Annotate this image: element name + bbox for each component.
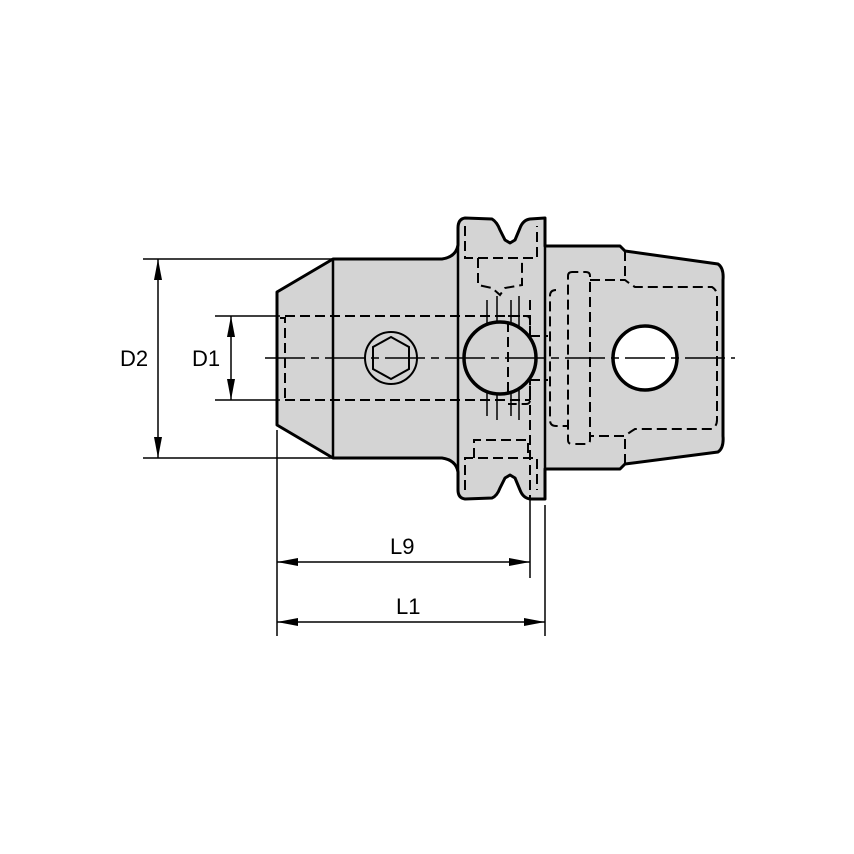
rear-slot-outer [549, 289, 568, 427]
d1-arrow-top [227, 316, 235, 337]
l1-arrow-left [277, 618, 298, 626]
dimension-l1: L1 [277, 505, 546, 636]
dimension-d1: D1 [192, 315, 280, 401]
dimension-d2: D2 [120, 258, 333, 459]
rear-slot-inner [567, 271, 591, 445]
d2-arrow-top [154, 259, 162, 280]
flange-screw-bottom [473, 439, 529, 458]
l9-arrow-right [509, 558, 530, 566]
flange-screw-top [477, 258, 523, 297]
dimension-l9: L9 [276, 430, 531, 636]
hex-socket-icon [372, 335, 410, 381]
l1-arrow-right [524, 618, 545, 626]
l9-arrow-left [277, 558, 298, 566]
d1-label: D1 [192, 346, 220, 371]
d2-arrow-bottom [154, 437, 162, 458]
l9-label: L9 [390, 534, 414, 559]
flange-pocket-top [464, 226, 538, 259]
l1-label: L1 [396, 594, 420, 619]
d1-arrow-bottom [227, 379, 235, 400]
d2-label: D2 [120, 346, 148, 371]
ball-slot [530, 335, 548, 381]
flange-pocket-bottom [464, 457, 538, 490]
